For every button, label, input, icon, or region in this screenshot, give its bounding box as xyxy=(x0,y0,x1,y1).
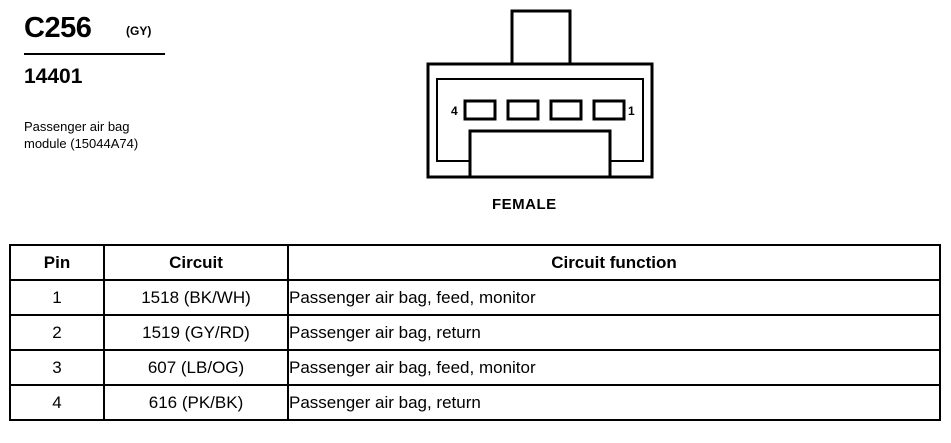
function-cell: Passenger air bag, feed, monitor xyxy=(287,349,941,386)
color-code: (GY) xyxy=(126,24,152,38)
pin-cell: 4 xyxy=(9,384,105,421)
function-cell: Passenger air bag, return xyxy=(287,314,941,351)
circuit-cell: 616 (PK/BK) xyxy=(103,384,289,421)
pin-cell: 1 xyxy=(9,279,105,316)
connector-gender-label: FEMALE xyxy=(492,196,557,213)
function-cell: Passenger air bag, feed, monitor xyxy=(287,279,941,316)
description-line-2: module (15044A74) xyxy=(24,136,139,151)
pin-label-4: 4 xyxy=(451,104,458,118)
connector-key-tab xyxy=(468,129,612,179)
pin-label-1: 1 xyxy=(628,104,635,118)
header-pin: Pin xyxy=(9,244,105,281)
connector-latch xyxy=(510,9,572,66)
part-number: 14401 xyxy=(24,65,83,88)
table-row: 4 616 (PK/BK) Passenger air bag, return xyxy=(9,384,941,421)
pin-cavity-3 xyxy=(506,99,540,121)
circuit-cell: 1518 (BK/WH) xyxy=(103,279,289,316)
pin-cell: 2 xyxy=(9,314,105,351)
pin-cavity-4 xyxy=(463,99,497,121)
pin-cavity-2 xyxy=(549,99,583,121)
table-header-row: Pin Circuit Circuit function xyxy=(9,244,941,281)
connector-description: Passenger air bag module (15044A74) xyxy=(24,118,138,152)
circuit-cell: 607 (LB/OG) xyxy=(103,349,289,386)
header-circuit: Circuit xyxy=(103,244,289,281)
pin-cavity-1 xyxy=(592,99,626,121)
pinout-table: Pin Circuit Circuit function 1 1518 (BK/… xyxy=(9,244,941,421)
connector-id: C256 xyxy=(24,12,92,44)
pin-cell: 3 xyxy=(9,349,105,386)
table-row: 2 1519 (GY/RD) Passenger air bag, return xyxy=(9,314,941,351)
table-row: 3 607 (LB/OG) Passenger air bag, feed, m… xyxy=(9,349,941,386)
header-circuit-function: Circuit function xyxy=(287,244,941,281)
table-row: 1 1518 (BK/WH) Passenger air bag, feed, … xyxy=(9,279,941,316)
function-cell: Passenger air bag, return xyxy=(287,384,941,421)
title-rule xyxy=(24,53,165,55)
connector-face-diagram: 4 1 xyxy=(426,9,654,179)
description-line-1: Passenger air bag xyxy=(24,119,130,134)
circuit-cell: 1519 (GY/RD) xyxy=(103,314,289,351)
